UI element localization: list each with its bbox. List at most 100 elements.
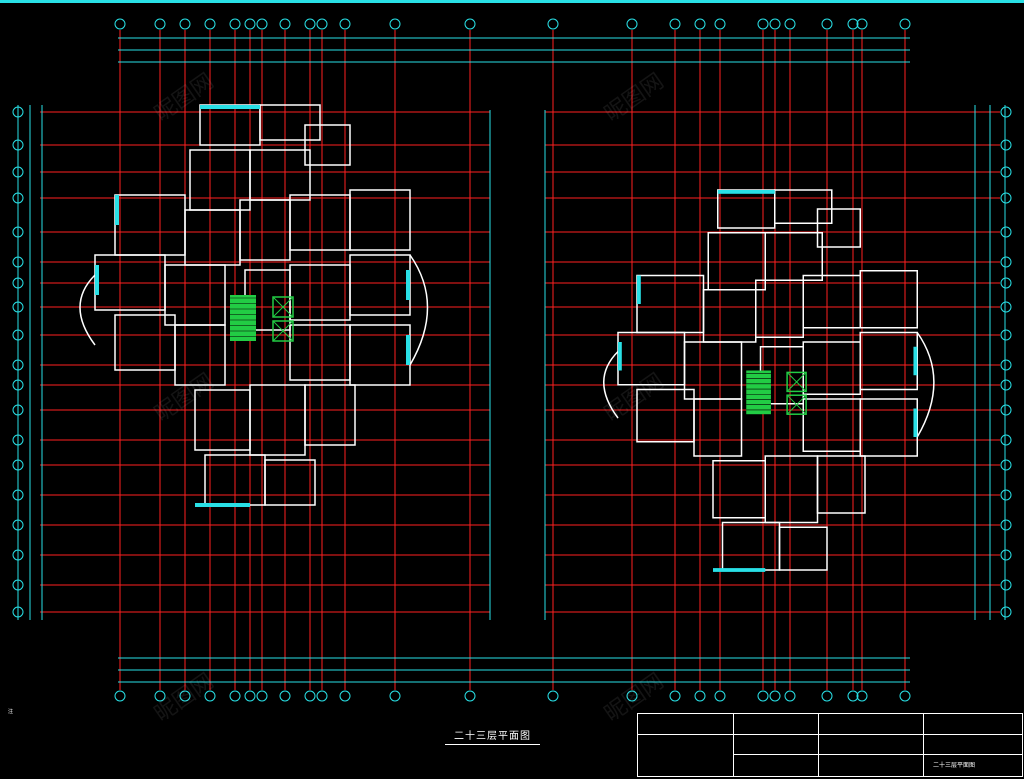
axis-bubble bbox=[12, 459, 24, 471]
axis-bubble bbox=[244, 18, 256, 30]
axis-bubble bbox=[769, 18, 781, 30]
axis-bubble bbox=[694, 690, 706, 702]
axis-bubble bbox=[1000, 579, 1012, 591]
floor-plan-right bbox=[603, 189, 935, 572]
axis-bubble bbox=[1000, 359, 1012, 371]
room-wall bbox=[239, 199, 291, 261]
axis-bubble bbox=[856, 690, 868, 702]
axis-bubble bbox=[12, 579, 24, 591]
window bbox=[717, 190, 775, 194]
axis-bubble bbox=[389, 18, 401, 30]
room-wall bbox=[717, 189, 776, 229]
room-wall bbox=[636, 388, 695, 443]
elevator-cross bbox=[272, 320, 294, 342]
axis-bubble bbox=[12, 404, 24, 416]
room-wall bbox=[816, 208, 861, 248]
axis-bubble bbox=[256, 18, 268, 30]
window bbox=[195, 503, 250, 507]
axis-bubble bbox=[154, 18, 166, 30]
axis-bubble bbox=[12, 606, 24, 618]
axis-bubble bbox=[12, 139, 24, 151]
room-wall bbox=[802, 398, 861, 452]
curved-wall bbox=[409, 254, 429, 366]
axis-bubble bbox=[12, 489, 24, 501]
drawing-notes: 注 bbox=[8, 706, 13, 718]
room-wall bbox=[683, 341, 743, 400]
axis-bubble bbox=[279, 18, 291, 30]
elevator-shaft bbox=[786, 371, 807, 393]
curved-wall bbox=[916, 332, 935, 438]
window bbox=[115, 195, 119, 225]
axis-bubble bbox=[12, 359, 24, 371]
drawing-title: 二十三层平面图 bbox=[445, 727, 540, 745]
window bbox=[713, 568, 766, 572]
axis-bubble bbox=[1000, 459, 1012, 471]
axis-bubble bbox=[899, 690, 911, 702]
axis-bubble bbox=[669, 690, 681, 702]
axis-bubble bbox=[244, 690, 256, 702]
axis-bubble bbox=[12, 277, 24, 289]
stair-block bbox=[230, 295, 256, 341]
room-wall bbox=[184, 209, 241, 266]
axis-bubble bbox=[279, 690, 291, 702]
elevator-cross bbox=[272, 296, 294, 318]
room-wall bbox=[859, 331, 918, 391]
axis-bubble bbox=[847, 18, 859, 30]
room-wall bbox=[304, 384, 356, 446]
axis-bubble bbox=[547, 690, 559, 702]
axis-bubble bbox=[316, 690, 328, 702]
window bbox=[200, 105, 260, 109]
axis-bubble bbox=[179, 690, 191, 702]
room-wall bbox=[199, 104, 261, 146]
room-wall bbox=[174, 324, 226, 386]
axis-bubble bbox=[12, 226, 24, 238]
axis-bubble bbox=[757, 18, 769, 30]
axis-bubble bbox=[12, 192, 24, 204]
axis-bubble bbox=[12, 106, 24, 118]
room-wall bbox=[264, 459, 316, 506]
room-wall bbox=[774, 189, 833, 224]
axis-bubble bbox=[1000, 549, 1012, 561]
axis-bubble bbox=[304, 18, 316, 30]
axis-bubble bbox=[856, 18, 868, 30]
axis-bubble bbox=[784, 690, 796, 702]
room-wall bbox=[114, 194, 186, 256]
frame-top-border bbox=[0, 0, 1024, 3]
elevator-shaft bbox=[272, 320, 294, 342]
note-line: 注 bbox=[8, 709, 14, 715]
window bbox=[913, 346, 918, 376]
axis-bubble bbox=[669, 18, 681, 30]
room-wall bbox=[304, 124, 351, 166]
axis-bubble bbox=[1000, 106, 1012, 118]
axis-bubble bbox=[626, 690, 638, 702]
room-wall bbox=[859, 270, 918, 329]
axis-bubble bbox=[847, 690, 859, 702]
room-wall bbox=[289, 324, 351, 381]
room-wall bbox=[194, 389, 251, 451]
elevator-cross bbox=[786, 394, 807, 415]
room-wall bbox=[636, 274, 705, 334]
axis-bubble bbox=[204, 690, 216, 702]
room-wall bbox=[702, 289, 757, 343]
axis-bubble bbox=[899, 18, 911, 30]
axis-bubble bbox=[1000, 329, 1012, 341]
room-wall bbox=[764, 455, 819, 524]
axis-bubble bbox=[1000, 379, 1012, 391]
room-wall bbox=[816, 455, 866, 514]
room-wall bbox=[249, 384, 306, 456]
axis-bubble bbox=[1000, 301, 1012, 313]
room-wall bbox=[289, 194, 351, 251]
axis-bubble bbox=[1000, 166, 1012, 178]
axis-bubbles bbox=[12, 18, 1012, 702]
axis-bubble bbox=[1000, 139, 1012, 151]
axis-bubble bbox=[12, 549, 24, 561]
axis-bubble bbox=[339, 18, 351, 30]
window bbox=[913, 408, 918, 437]
axis-bubble bbox=[1000, 277, 1012, 289]
axis-bubble bbox=[1000, 256, 1012, 268]
axis-bubble bbox=[694, 18, 706, 30]
curved-wall bbox=[603, 350, 619, 419]
axis-bubble bbox=[821, 690, 833, 702]
title-block-cell: 二十三层平面图 bbox=[933, 762, 976, 769]
